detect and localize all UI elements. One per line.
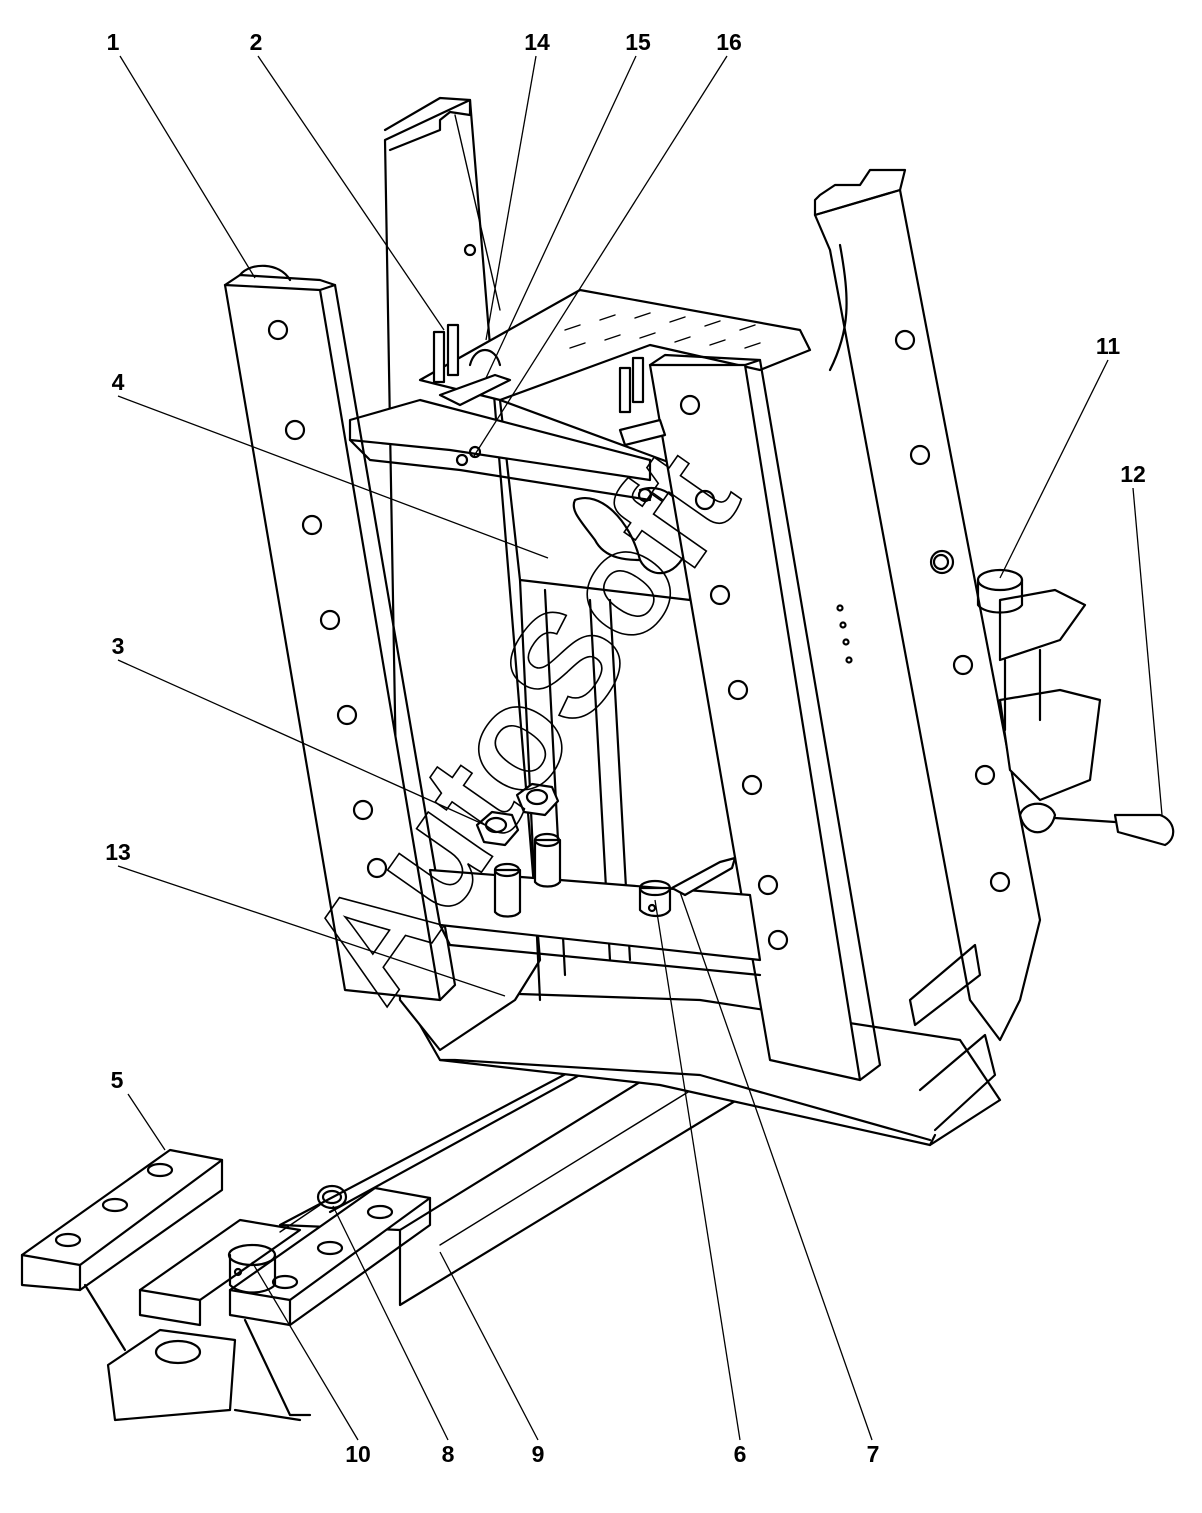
leader-lines bbox=[117, 55, 1163, 1441]
callout-6: 6 bbox=[734, 1441, 747, 1467]
callout-11: 11 bbox=[1096, 333, 1121, 359]
hitch-bracket bbox=[20, 1148, 432, 1422]
top-bolts bbox=[432, 323, 667, 467]
callout-10: 10 bbox=[345, 1441, 371, 1467]
lower-lock-pin bbox=[638, 856, 737, 918]
callout-7: 7 bbox=[867, 1441, 880, 1467]
callout-1: 1 bbox=[107, 29, 120, 55]
callout-4: 4 bbox=[112, 369, 125, 395]
front-left-upright bbox=[223, 264, 457, 1002]
callout-8: 8 bbox=[442, 1441, 455, 1467]
upper-cross-member bbox=[348, 398, 652, 502]
side-pin-assembly bbox=[976, 568, 1175, 847]
callout-labels: 1 2 14 15 16 4 11 12 3 13 5 10 8 9 6 7 bbox=[105, 29, 1146, 1467]
callout-5: 5 bbox=[111, 1067, 124, 1093]
front-right-upright bbox=[648, 353, 882, 1082]
callout-2: 2 bbox=[250, 29, 263, 55]
callout-15: 15 bbox=[625, 29, 651, 55]
callout-16: 16 bbox=[716, 29, 742, 55]
rear-right-upright bbox=[813, 168, 1042, 1132]
callout-14: 14 bbox=[524, 29, 550, 55]
callout-3: 3 bbox=[112, 633, 125, 659]
callout-12: 12 bbox=[1120, 461, 1146, 487]
callout-13: 13 bbox=[105, 839, 131, 865]
top-slotted-plate bbox=[418, 288, 812, 402]
nut-stud-assembly bbox=[475, 782, 562, 918]
callout-9: 9 bbox=[532, 1441, 545, 1467]
